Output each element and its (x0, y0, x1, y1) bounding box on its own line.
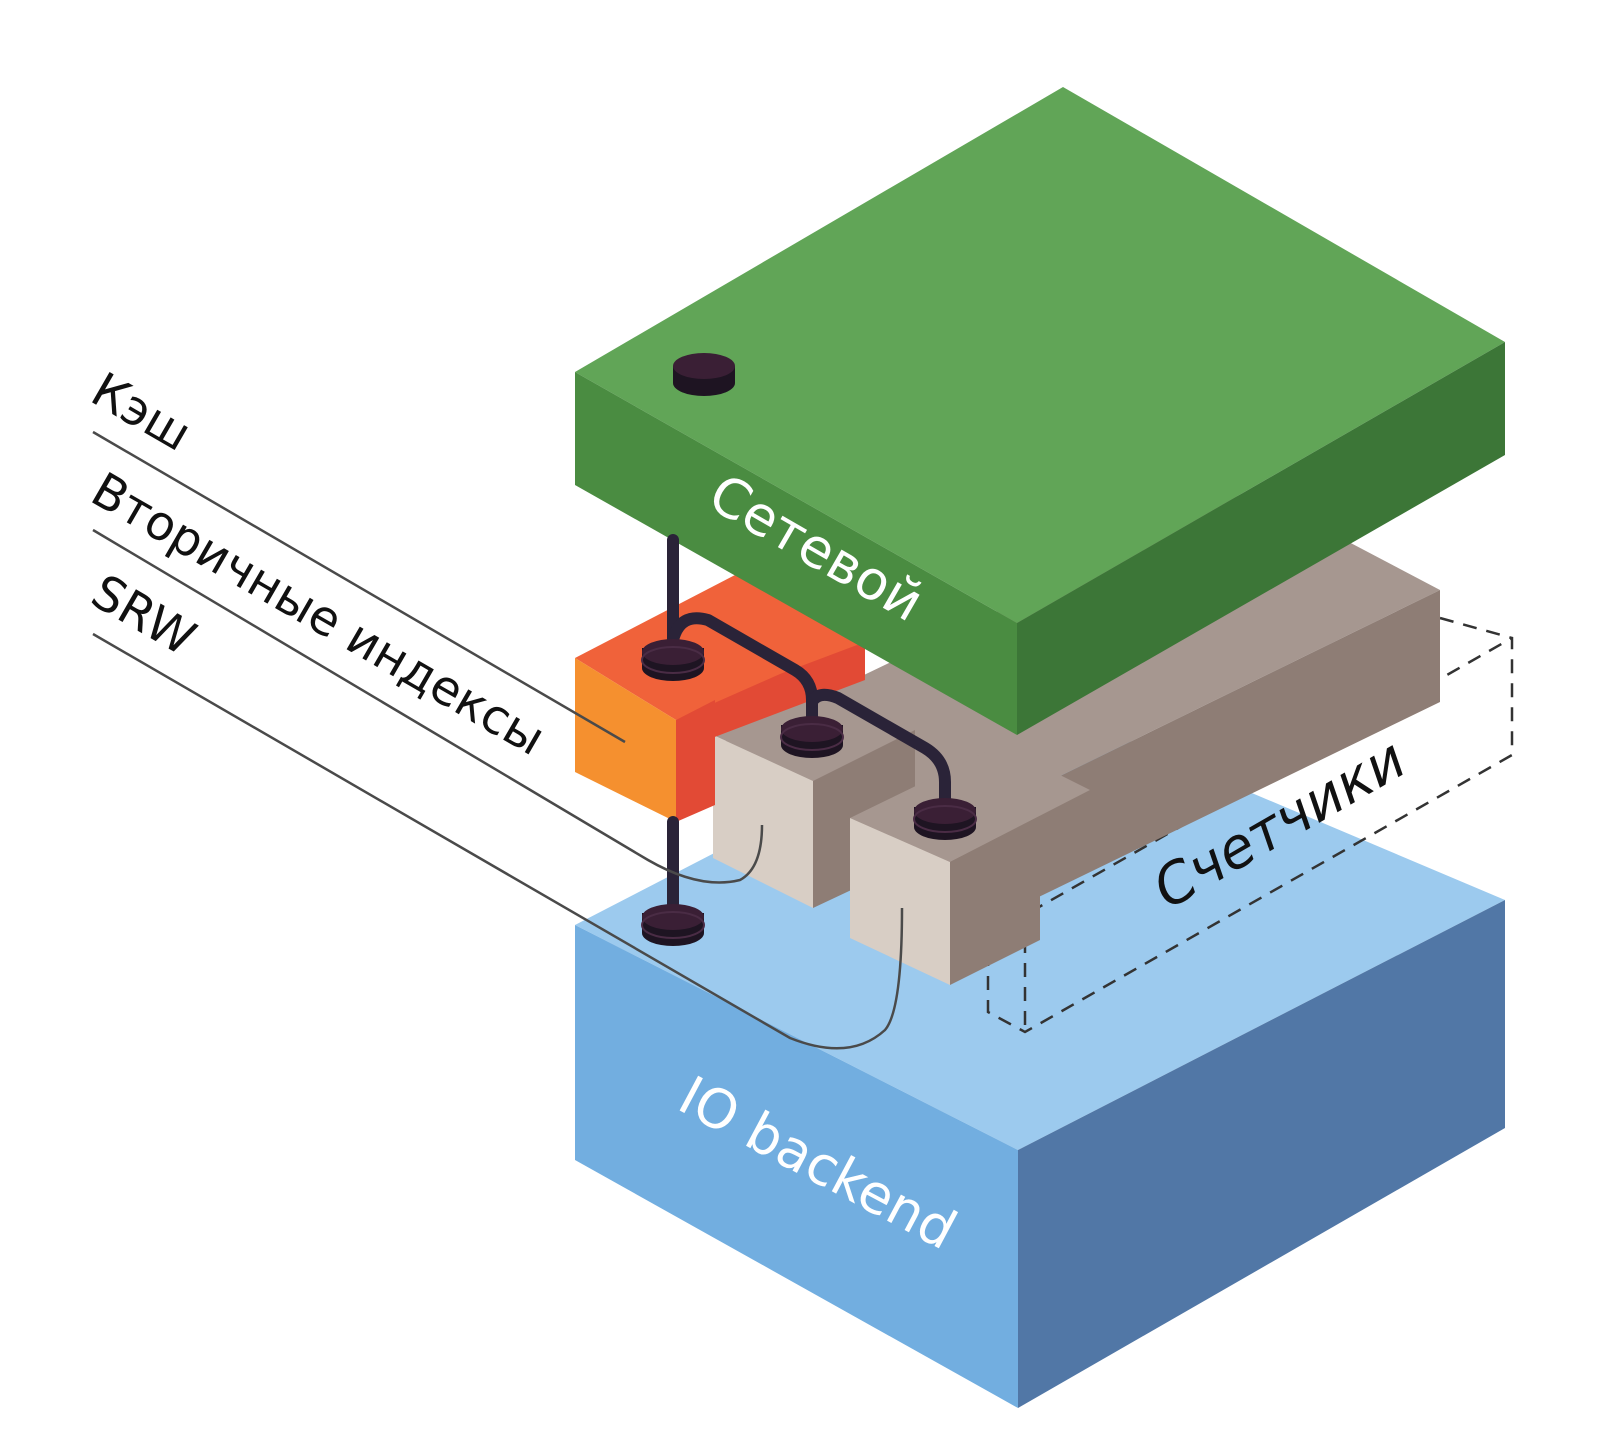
leader-cache (92, 430, 626, 744)
label-srw: SRW (82, 564, 205, 667)
index-disk (913, 798, 977, 840)
io-backend-left-face (575, 925, 1018, 1408)
cache-block-top (575, 575, 865, 720)
network-right-face (1017, 342, 1505, 735)
leader-secondary-indexes (92, 528, 764, 884)
cache-block (575, 575, 865, 822)
index-block-right (950, 816, 1040, 985)
leader-lines (92, 430, 904, 1050)
network-left-face (575, 372, 1017, 735)
cache-block-top-right (676, 642, 865, 738)
srw-disk (780, 716, 844, 758)
network-disk (673, 353, 735, 396)
network-top-face (575, 87, 1505, 623)
cache-disk (641, 639, 705, 681)
cache-block-left (575, 658, 676, 822)
pipe-srw-to-index (806, 688, 951, 811)
io-backend-right-face (1018, 900, 1505, 1408)
cache-block-right (676, 700, 715, 822)
srw-block-front (713, 735, 813, 908)
network-block (575, 87, 1505, 735)
io-disk (641, 904, 705, 946)
label-cache: Кэш (82, 362, 200, 463)
leader-srw (92, 632, 904, 1050)
pipe-cache-to-srw (667, 612, 818, 728)
index-block-front (850, 818, 950, 985)
connector-pipes (667, 534, 951, 916)
